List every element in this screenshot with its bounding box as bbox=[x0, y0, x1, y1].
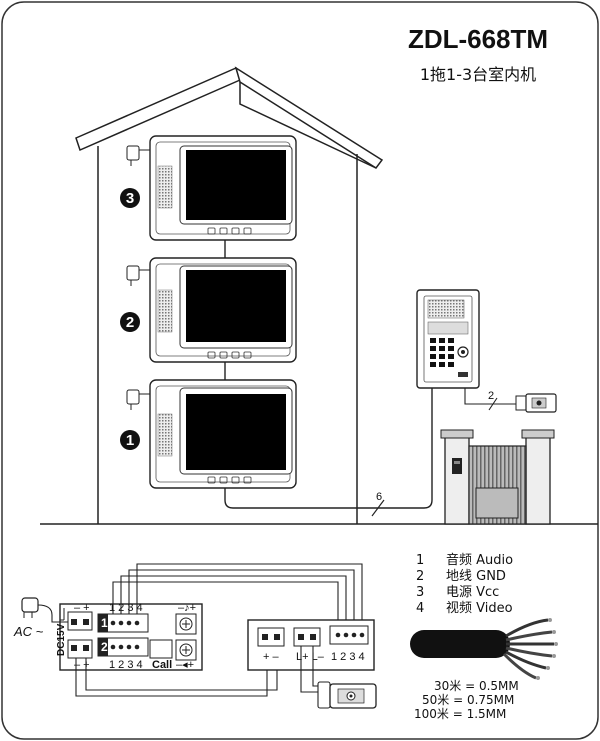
power-adapter-icon bbox=[126, 265, 150, 286]
signal-wires bbox=[112, 563, 363, 626]
indoor-monitor-2 bbox=[149, 257, 297, 363]
wire-legend: 1 音频 Audio 2 地线 GND 3 电源 Vcc 4 视频 Video bbox=[416, 552, 513, 616]
ac-power-adapter bbox=[21, 597, 53, 618]
outdoor-door-station bbox=[416, 289, 480, 389]
cable-icon bbox=[410, 618, 558, 680]
house bbox=[40, 66, 598, 525]
lock-wire-plus bbox=[300, 646, 322, 693]
lock-cable bbox=[464, 388, 516, 405]
spec-30m: 30米 = 0.5MM bbox=[434, 679, 519, 693]
speaker-grille bbox=[157, 413, 173, 457]
spec-50m: 50米 = 0.75MM bbox=[422, 693, 514, 707]
door-power-polarity: + – bbox=[263, 651, 279, 663]
model-title: ZDL-668TM bbox=[408, 24, 548, 54]
monitor-screen bbox=[186, 270, 286, 342]
block-2-label: 2 bbox=[101, 640, 108, 654]
monitor-1-badge bbox=[120, 430, 140, 450]
speaker-grille bbox=[157, 165, 173, 209]
spec-100m: 100米 = 1.5MM bbox=[414, 707, 506, 721]
lock-cable-count: 2 bbox=[488, 390, 494, 402]
ac-label: AC ~ bbox=[13, 624, 44, 639]
speaker-label: –◂+ bbox=[176, 659, 194, 671]
indoor-terminal-board bbox=[59, 603, 203, 671]
power-plus-wire bbox=[85, 658, 278, 691]
legend-text-3: 电源 Vcc bbox=[446, 585, 499, 600]
gate bbox=[440, 429, 555, 525]
indoor-monitor-3 bbox=[149, 135, 297, 241]
legend-text-2: 地线 GND bbox=[446, 569, 506, 584]
door-lock-terminals: L+ L– bbox=[296, 651, 325, 663]
block-1-label: 1 bbox=[101, 616, 108, 630]
ac-wire bbox=[51, 615, 68, 623]
chime-label: –♪+ bbox=[178, 602, 196, 614]
subtitle: 1拖1-3台室内机 bbox=[420, 65, 536, 84]
keypad bbox=[430, 338, 454, 367]
dc-label: DC15V bbox=[56, 623, 67, 656]
monitor-1-number: 1 bbox=[126, 432, 134, 449]
monitor-screen bbox=[186, 394, 286, 470]
indoor-monitor-1 bbox=[149, 379, 297, 489]
block-1-ports: 1 2 3 4 bbox=[109, 602, 143, 614]
power-minus-wire bbox=[75, 658, 268, 697]
block-2-ports: 1 2 3 4 bbox=[109, 659, 143, 671]
legend-text-4: 视频 Video bbox=[446, 601, 513, 616]
legend-num-4: 4 bbox=[416, 601, 424, 616]
monitor-2-number: 2 bbox=[126, 314, 134, 331]
electric-lock-icon bbox=[515, 393, 557, 413]
door-signal-ports: 1 2 3 4 bbox=[331, 651, 365, 663]
main-cable bbox=[224, 388, 433, 509]
legend-text-1: 音频 Audio bbox=[446, 552, 513, 568]
electric-lock-icon bbox=[317, 681, 377, 709]
monitor-3-badge bbox=[120, 188, 140, 208]
legend-num-1: 1 bbox=[416, 553, 424, 568]
power-adapter-icon bbox=[126, 389, 150, 410]
monitor-screen bbox=[186, 150, 286, 220]
monitor-2-badge bbox=[120, 312, 140, 332]
legend-num-2: 2 bbox=[416, 569, 424, 584]
door-terminal-board bbox=[247, 619, 375, 671]
dc-polarity-top: – + bbox=[74, 602, 90, 614]
call-label: Call bbox=[152, 659, 172, 671]
power-adapter-icon bbox=[126, 145, 150, 166]
speaker-grille bbox=[157, 289, 173, 333]
main-cable-count: 6 bbox=[376, 491, 382, 503]
monitor-3-number: 3 bbox=[126, 190, 134, 207]
legend-num-3: 3 bbox=[416, 585, 424, 600]
